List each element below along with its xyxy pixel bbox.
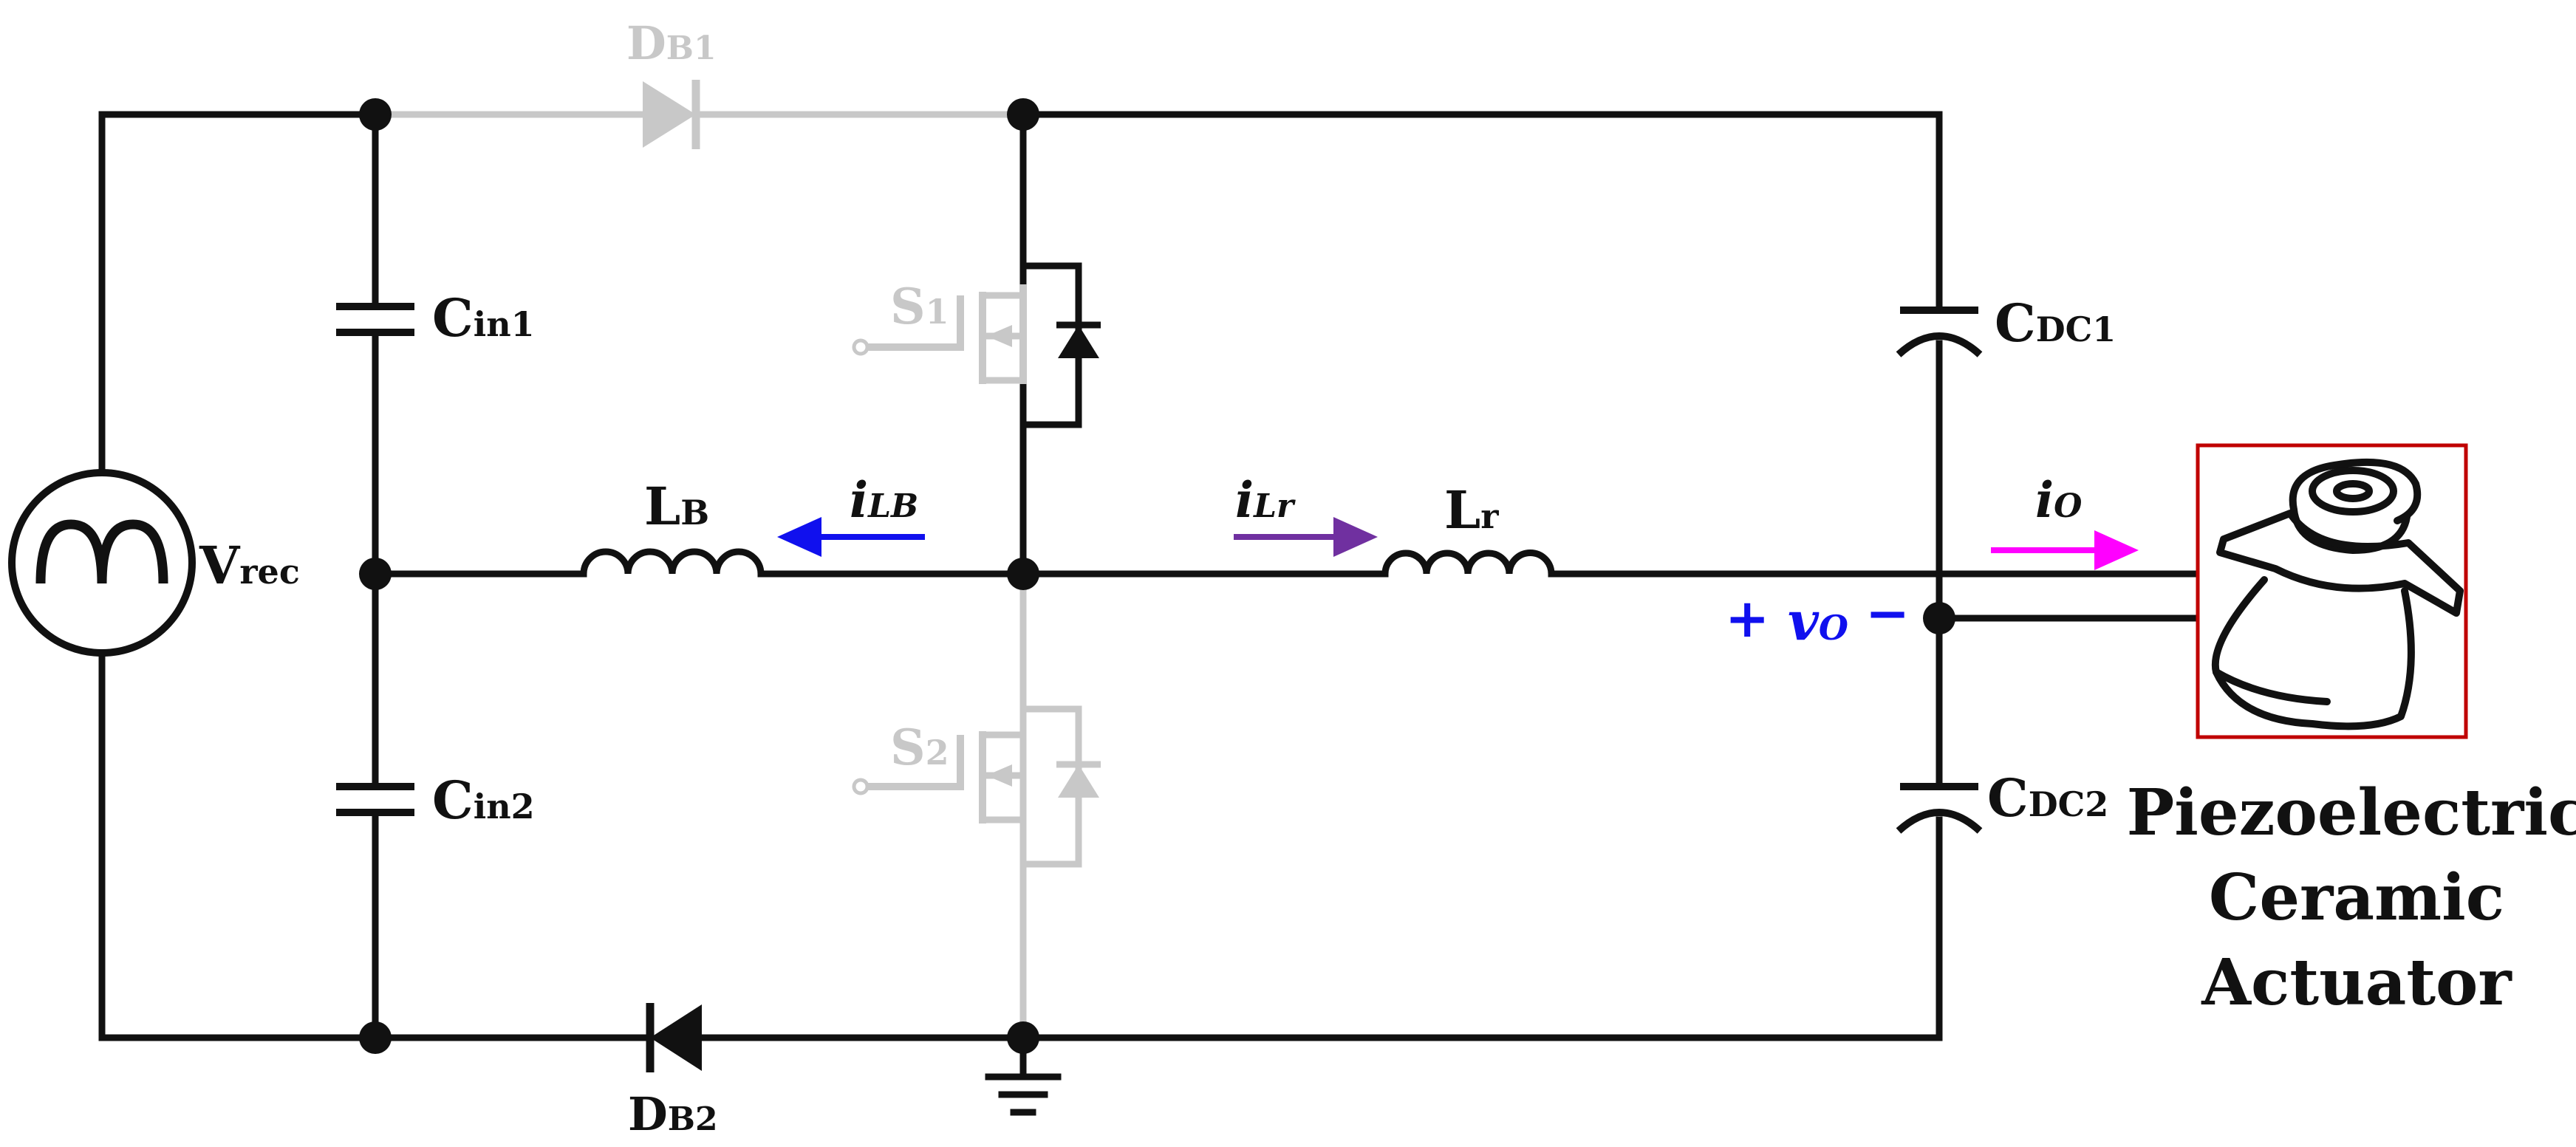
diode-db1: DB1 bbox=[626, 16, 717, 149]
s2-label: S2 bbox=[890, 719, 949, 776]
actuator-title: Piezoelectric Ceramic Actuator bbox=[2127, 775, 2576, 1020]
piezo-actuator bbox=[2196, 443, 2468, 739]
actuator-title-line-2: Ceramic bbox=[2209, 860, 2504, 935]
cdc2-label: CDC2 bbox=[1987, 767, 2108, 829]
cin1-label: Cin1 bbox=[432, 287, 535, 349]
switch-s1: S1 bbox=[852, 278, 1101, 384]
current-io: iO bbox=[1991, 471, 2139, 570]
vo-label: vO bbox=[1788, 589, 1848, 652]
vrec-source: Vrec bbox=[8, 469, 300, 657]
output-voltage: + vO − bbox=[1725, 581, 1910, 652]
ilb-label: iLB bbox=[850, 471, 918, 529]
capacitor-cin1: Cin1 bbox=[336, 287, 535, 349]
inactive-wiring bbox=[372, 111, 1027, 1041]
ilr-arrow-head bbox=[1333, 517, 1378, 557]
vo-plus: + bbox=[1725, 586, 1769, 649]
capacitor-cdc1: CDC1 bbox=[1896, 292, 2116, 357]
io-label: iO bbox=[2035, 471, 2082, 529]
inductor-lr: Lr bbox=[1381, 479, 1555, 575]
inductor-lb: LB bbox=[580, 476, 765, 575]
capacitor-cdc2: CDC2 bbox=[1896, 767, 2108, 834]
capacitor-cin2: Cin2 bbox=[336, 770, 535, 831]
db1-label: DB1 bbox=[626, 16, 717, 70]
cin2-label: Cin2 bbox=[432, 770, 535, 831]
cdc1-label: CDC1 bbox=[1995, 292, 2116, 354]
current-ilr: iLr bbox=[1234, 471, 1378, 557]
diode-db2: DB2 bbox=[628, 1003, 718, 1141]
switch-s2: S2 bbox=[852, 705, 1101, 868]
ilr-label: iLr bbox=[1235, 471, 1296, 529]
lb-label: LB bbox=[644, 476, 709, 537]
s1-label: S1 bbox=[890, 278, 949, 335]
vrec-label: Vrec bbox=[199, 535, 300, 596]
actuator-title-line-3: Actuator bbox=[2201, 945, 2512, 1020]
ilb-arrow-head bbox=[777, 517, 821, 557]
io-arrow-head bbox=[2094, 530, 2139, 570]
actuator-title-line-1: Piezoelectric bbox=[2127, 775, 2576, 850]
vo-minus: − bbox=[1865, 581, 1910, 644]
lr-label: Lr bbox=[1444, 479, 1499, 541]
junction-dots bbox=[359, 98, 1955, 1054]
actuator-drawing bbox=[2211, 458, 2464, 730]
current-ilb: iLB bbox=[777, 471, 925, 557]
db2-label: DB2 bbox=[628, 1087, 718, 1141]
actuator-frame bbox=[2196, 443, 2468, 739]
